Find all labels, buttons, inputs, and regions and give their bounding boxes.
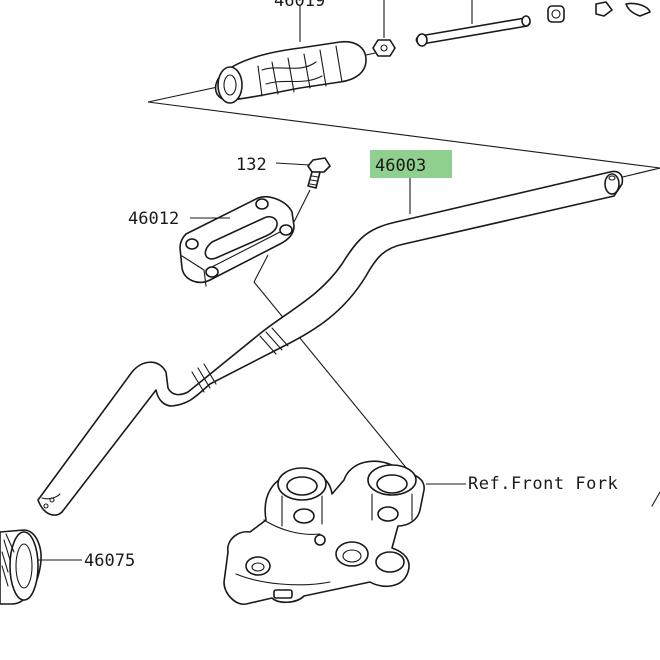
collar-icon bbox=[547, 5, 565, 23]
part-number-46019: 46019 bbox=[274, 0, 325, 11]
part-number-46075: 46075 bbox=[84, 551, 135, 571]
highlight-46003 bbox=[370, 150, 452, 178]
clip-icon bbox=[595, 1, 651, 17]
edge-mark bbox=[651, 491, 660, 507]
leader-132 bbox=[275, 162, 311, 166]
handlebar-clamp-icon[interactable] bbox=[179, 196, 295, 287]
rod-icon bbox=[415, 0, 531, 47]
part-number-46012: 46012 bbox=[128, 209, 179, 229]
bolt-icon[interactable] bbox=[307, 157, 331, 189]
bar-end-grip-icon[interactable] bbox=[0, 529, 42, 605]
part-number-132: 132 bbox=[236, 155, 267, 175]
throttle-grip-icon[interactable] bbox=[214, 40, 367, 104]
part-number-46003: 46003 bbox=[375, 156, 426, 176]
clamp-to-fork-line bbox=[253, 281, 409, 471]
ref-front-fork-label: Ref.Front Fork bbox=[468, 474, 618, 494]
nut-icon bbox=[372, 0, 396, 57]
handlebar-icon[interactable] bbox=[37, 170, 624, 516]
clamp-axis bbox=[253, 254, 269, 283]
fork-bracket-icon[interactable] bbox=[223, 460, 425, 605]
bolt-axis bbox=[293, 189, 311, 223]
